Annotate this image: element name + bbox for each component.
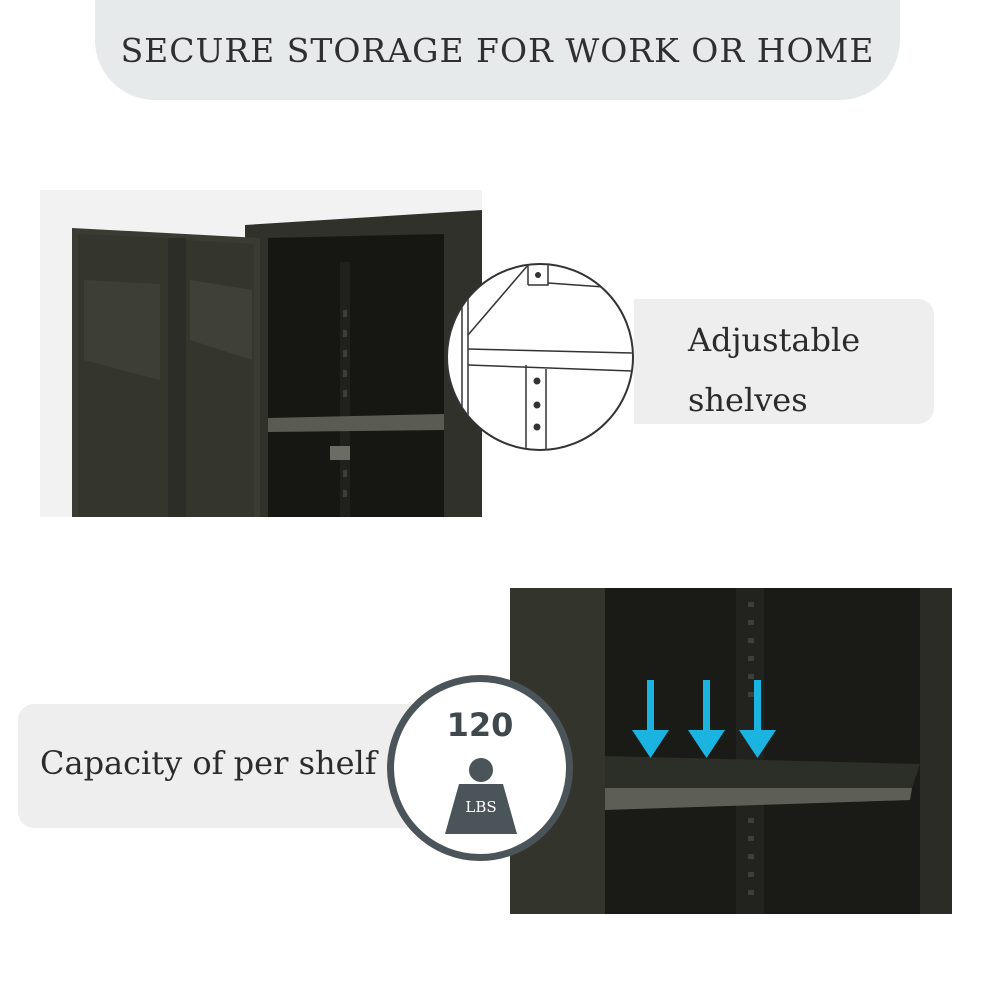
adjustable-shelves-label: Adjustable shelves (688, 321, 861, 419)
cabinet-open-door-image (40, 190, 482, 517)
header-banner: SECURE STORAGE FOR WORK OR HOME (95, 0, 900, 100)
shelves-label-box (634, 299, 934, 424)
weight-icon (445, 758, 517, 834)
cabinet-shelf-image (510, 588, 952, 914)
capacity-value: 120 (446, 706, 514, 744)
capacity-unit: LBS (465, 798, 497, 816)
page-title: SECURE STORAGE FOR WORK OR HOME (120, 30, 875, 70)
capacity-label: Capacity of per shelf (40, 744, 377, 782)
capacity-label-box (18, 704, 418, 828)
shelf-bracket-zoom (446, 263, 634, 451)
down-arrow-icon (632, 680, 776, 758)
capacity-badge: 120 LBS (387, 675, 573, 861)
